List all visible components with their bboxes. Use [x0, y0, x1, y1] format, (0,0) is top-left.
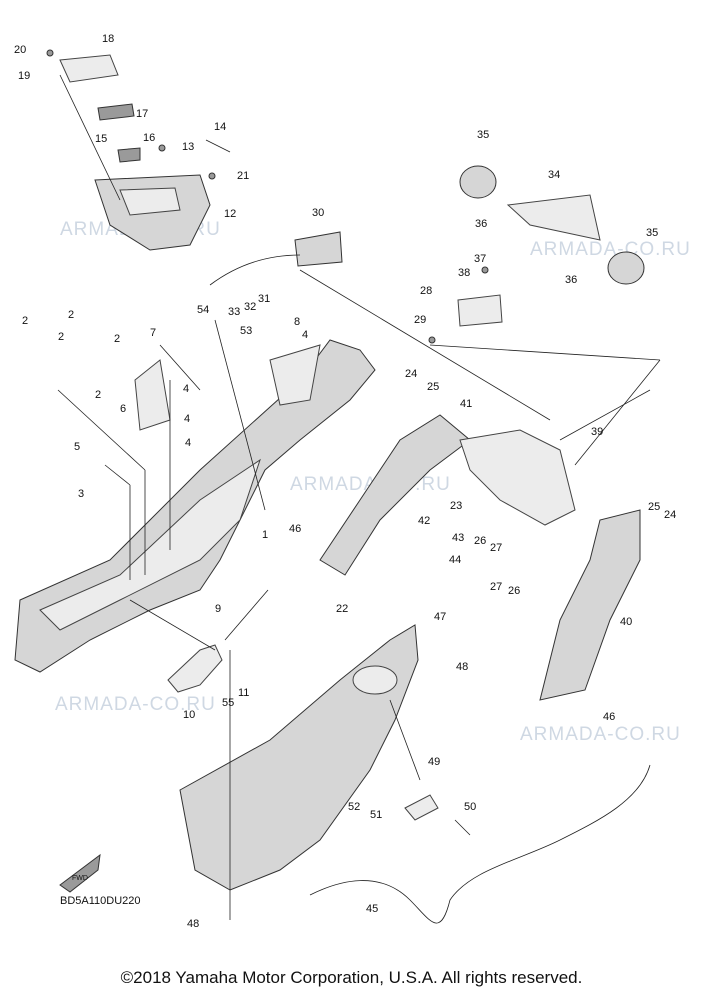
seat-bracket-assembly	[46, 49, 231, 251]
callout: 4	[185, 437, 191, 449]
callout: 39	[591, 426, 603, 438]
callout: 27	[490, 542, 502, 554]
callout: 35	[477, 129, 489, 141]
callout: 24	[405, 368, 417, 380]
callout: 47	[434, 611, 446, 623]
callout: 51	[370, 809, 382, 821]
callout: 38	[458, 267, 470, 279]
callout: 13	[182, 141, 194, 153]
inner-fender	[459, 429, 576, 526]
callout: 2	[68, 309, 74, 321]
callout: 31	[258, 293, 270, 305]
callout: 42	[418, 515, 430, 527]
fwd-arrow: FWD	[59, 853, 101, 893]
callout: 41	[460, 398, 472, 410]
callout: 50	[464, 801, 476, 813]
watermark: ARMADA-CO.RU	[530, 239, 691, 260]
callout: 22	[336, 603, 348, 615]
callout: 5	[74, 441, 80, 453]
callout: 4	[184, 413, 190, 425]
leader-lines	[57, 74, 661, 920]
callout: 53	[240, 325, 252, 337]
watermark: ARMADA-CO.RU	[55, 694, 216, 715]
callout: 34	[548, 169, 560, 181]
callout: 48	[187, 918, 199, 930]
rear-fender	[14, 339, 376, 673]
callout: 1	[262, 529, 268, 541]
side-brackets	[319, 414, 641, 701]
callout: 55	[222, 697, 234, 709]
callout: 48	[456, 661, 468, 673]
callout: 8	[294, 316, 300, 328]
watermark: ARMADA-CO.RU	[520, 724, 681, 745]
callout: 49	[428, 756, 440, 768]
callout: 44	[449, 554, 461, 566]
diagram-code: BD5A110DU220	[60, 895, 141, 907]
callout: 11	[238, 687, 249, 699]
callout: 27	[490, 581, 502, 593]
wire-harness	[309, 764, 651, 924]
callout: 33	[228, 306, 240, 318]
callout: 32	[244, 301, 256, 313]
callout: 23	[450, 500, 462, 512]
callout: 18	[102, 33, 114, 45]
callout: 46	[603, 711, 615, 723]
callout: 28	[420, 285, 432, 297]
cover	[167, 644, 223, 693]
callout: 37	[474, 253, 486, 265]
callout: 10	[183, 709, 195, 721]
callout: 21	[237, 170, 249, 182]
callout: 15	[95, 133, 107, 145]
callout: 2	[58, 331, 64, 343]
callout: 54	[197, 304, 209, 316]
callout: 2	[95, 389, 101, 401]
callout: 30	[312, 207, 324, 219]
callout: 43	[452, 532, 464, 544]
copyright-notice: ©2018 Yamaha Motor Corporation, U.S.A. A…	[120, 968, 583, 987]
callout: 36	[565, 274, 577, 286]
callout: 19	[18, 70, 30, 82]
callout: 4	[302, 329, 308, 341]
callout: 12	[224, 208, 236, 220]
callout: 45	[366, 903, 378, 915]
callout: 26	[474, 535, 486, 547]
callout: 17	[136, 108, 148, 120]
callout: 26	[508, 585, 520, 597]
callout: 7	[150, 327, 156, 339]
callout: 14	[214, 121, 226, 133]
callout: 2	[22, 315, 28, 327]
callout: 25	[648, 501, 660, 513]
fwd-label: FWD	[72, 875, 88, 882]
callout: 29	[414, 314, 426, 326]
callout: 2	[114, 333, 120, 345]
callout: 6	[120, 403, 126, 415]
callout: 24	[664, 509, 676, 521]
callout: 36	[475, 218, 487, 230]
callout: 9	[215, 603, 221, 615]
callout: 4	[183, 383, 189, 395]
callout: 46	[289, 523, 301, 535]
callout: 40	[620, 616, 632, 628]
callout: 52	[348, 801, 360, 813]
callout: 3	[78, 488, 84, 500]
callout: 25	[427, 381, 439, 393]
callouts: 1 2 2 2 2 2 3 4 4 4 4 5 6 7 8 9 10 11 12…	[14, 33, 676, 930]
callout: 20	[14, 44, 26, 56]
callout: 35	[646, 227, 658, 239]
tail-light-assembly	[209, 165, 645, 344]
callout: 16	[143, 132, 155, 144]
